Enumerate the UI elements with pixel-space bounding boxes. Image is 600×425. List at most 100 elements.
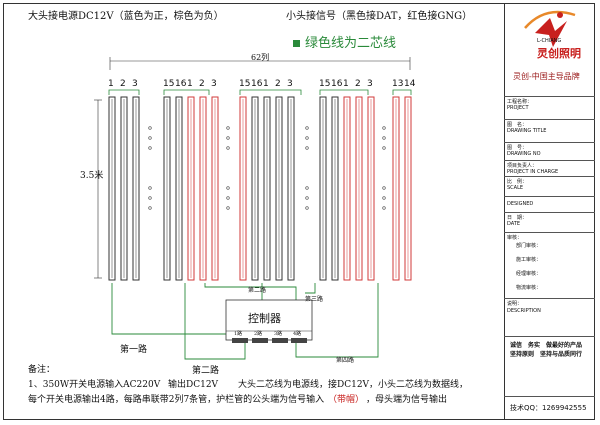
title-block-row: 图 名：DRAWING TITLE [504, 119, 595, 142]
title-row-en: DESIGNED [507, 201, 534, 207]
logo-cn-text: 灵创照明 [537, 47, 581, 60]
title-block: L-CHIANG 灵创照明 灵创-中国主导品牌 [504, 3, 595, 420]
notes-line-2b: （带帽） [328, 395, 365, 405]
height-label: 3.5米 [80, 171, 104, 181]
ellipsis-dot [305, 186, 309, 190]
ellipsis-dot [226, 136, 230, 140]
tube-number: 16 [331, 79, 343, 89]
title-row-en: DRAWING TITLE [507, 128, 547, 134]
ellipsis-dot [226, 146, 230, 150]
tube-number: 1 [187, 79, 193, 89]
controller-port [232, 338, 248, 343]
tube-number: 2 [355, 79, 361, 89]
green-legend-square [293, 40, 300, 47]
tube-number: 3 [132, 79, 138, 89]
omitted-tube-dots [148, 126, 386, 210]
title-block-row: 图 号：DRAWING NO [504, 142, 595, 160]
tube-number: 15 [163, 79, 175, 89]
led-tubes [108, 96, 412, 281]
ellipsis-dot [226, 206, 230, 210]
tube-number: 3 [287, 79, 293, 89]
ellipsis-dot [226, 186, 230, 190]
motto-section: 诚信 务实 做最好的产品 坚持原则 坚持与品质同行 [504, 336, 595, 396]
title-row-cn: 日 期： [507, 215, 528, 221]
title-row-en: SCALE [507, 185, 524, 191]
ellipsis-dot [305, 136, 309, 140]
drawing-frame [3, 3, 595, 420]
title-row-en: DATE [507, 221, 521, 227]
tube-number: 14 [404, 79, 416, 89]
notes-line-1c: 大头二芯线为电源线，接DC12V，小头二芯线为数据线， [238, 380, 469, 390]
ellipsis-dot [382, 186, 386, 190]
ellipsis-dot [382, 196, 386, 200]
brand-logo [524, 10, 576, 47]
ellipsis-dot [226, 126, 230, 130]
tech-qq-number: 1269942555 [542, 404, 587, 412]
green-wiring [111, 283, 379, 360]
title-row-cn: 图 号： [507, 145, 528, 151]
tube-number: 1 [263, 79, 269, 89]
title-row-en: DRAWING NO [507, 151, 541, 157]
tube-number: 13 [392, 79, 404, 89]
title-row-en: PROJECT IN CHARGE [507, 169, 559, 175]
ellipsis-dot [148, 146, 152, 150]
controller-port [272, 338, 288, 343]
tube-number: 2 [275, 79, 281, 89]
controller-port [291, 338, 307, 343]
description-section: 说明： DESCRIPTION [504, 298, 595, 336]
ellipsis-dot [382, 146, 386, 150]
title-row-cn: 比 例： [507, 179, 528, 185]
ellipsis-dot [382, 126, 386, 130]
logo-figure [535, 18, 567, 47]
ellipsis-dot [148, 206, 152, 210]
notes-line-2c: ，母头端为信号输出 [366, 395, 448, 405]
logo-head [557, 12, 563, 18]
reviewer-construction: 施工审核： [516, 257, 542, 263]
columns-label: 62列 [251, 53, 270, 62]
tube-number: 1 [343, 79, 349, 89]
reviewer-manager: 经理审核： [516, 271, 542, 277]
description-en: DESCRIPTION [507, 308, 541, 314]
tube-connectors [108, 89, 412, 95]
route-4-label: 第四路 [336, 357, 355, 364]
brand-slogan: 灵创-中国主导品牌 [513, 72, 580, 81]
notes-line-1b: 输出DC12V [168, 380, 219, 390]
title-block-row: DESIGNED [504, 196, 595, 212]
ellipsis-dot [148, 196, 152, 200]
route-4-wire [295, 283, 379, 358]
ellipsis-dot [382, 136, 386, 140]
motto-line-1: 诚信 务实 做最好的产品 [510, 342, 583, 349]
controller-port-2: 2路 [254, 331, 263, 337]
signal-note: 小头接信号（黑色接DAT，红色接GNG） [286, 11, 473, 22]
tech-section: 技术QQ： 1269942555 [504, 396, 595, 420]
tube-number: 1 [108, 79, 114, 89]
motto-line-2: 坚持原则 坚持与品质同行 [510, 351, 583, 358]
controller-port-shapes [232, 338, 307, 343]
controller-port-1: 1路 [234, 331, 243, 337]
title-row-cn: 工程名称： [507, 99, 533, 105]
reviewer-dept: 部门审核： [516, 243, 542, 249]
dimension-lines [94, 57, 411, 279]
tube-number: 2 [120, 79, 126, 89]
tube-number: 15 [239, 79, 251, 89]
route-2-top-wire [204, 283, 297, 300]
route-1-label: 第一路 [120, 345, 148, 355]
logo-ring-arc [524, 10, 576, 29]
ellipsis-dot [148, 186, 152, 190]
notes-line-2a: 每个开关电源输出4路，每路串联带2列7条管，护栏管的公头端为信号输入 [28, 395, 325, 405]
controller-port-4: 4路 [293, 331, 302, 337]
ellipsis-dot [148, 126, 152, 130]
title-row-cn: 图 名： [507, 122, 528, 128]
notes-title: 备注： [28, 365, 56, 375]
ellipsis-dot [148, 136, 152, 140]
title-block-row: 工程名称：PROJECT [504, 96, 595, 119]
power-note: 大头接电源DC12V（蓝色为正，棕色为负） [28, 11, 224, 22]
ellipsis-dot [305, 196, 309, 200]
description-cn: 说明： [507, 301, 523, 307]
ellipsis-dot [305, 126, 309, 130]
tube-number: 16 [175, 79, 187, 89]
tech-qq-label: 技术QQ： [510, 404, 543, 412]
tube-number: 16 [251, 79, 263, 89]
controller-label: 控制器 [248, 312, 281, 325]
